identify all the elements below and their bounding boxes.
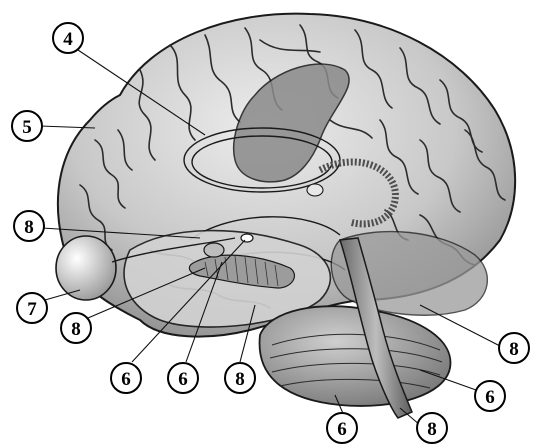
callout-5-text: 5 bbox=[22, 117, 32, 138]
callout-8-right-text: 8 bbox=[509, 339, 519, 360]
callout-8-center: 8 bbox=[225, 363, 255, 393]
callout-6-left-text: 6 bbox=[121, 369, 131, 390]
callout-6-left: 6 bbox=[111, 363, 141, 393]
callout-6-bottom-text: 6 bbox=[337, 419, 347, 440]
callout-6-center-text: 6 bbox=[178, 369, 188, 390]
callout-8-upper-left-text: 8 bbox=[24, 217, 34, 238]
callout-4-text: 4 bbox=[63, 29, 73, 50]
callout-6-center: 6 bbox=[168, 363, 198, 393]
callout-7-text: 7 bbox=[27, 299, 37, 320]
callout-7: 7 bbox=[17, 293, 47, 323]
callout-6-right: 6 bbox=[475, 381, 505, 411]
callout-8-bottom: 8 bbox=[417, 413, 447, 443]
amygdala bbox=[204, 243, 224, 257]
callout-8-bottom-text: 8 bbox=[427, 419, 437, 440]
callout-8-center-text: 8 bbox=[235, 369, 245, 390]
callout-6-bottom: 6 bbox=[327, 413, 357, 443]
callout-6-right-text: 6 bbox=[485, 387, 495, 408]
mammillary-body bbox=[241, 234, 253, 242]
callout-8-right: 8 bbox=[499, 333, 529, 363]
eyeball bbox=[56, 236, 116, 300]
callout-8-lower-left-text: 8 bbox=[71, 319, 81, 340]
callout-8-lower-left: 8 bbox=[61, 313, 91, 343]
callout-5: 5 bbox=[12, 111, 42, 141]
callout-8-upper-left: 8 bbox=[14, 211, 44, 241]
callout-4: 4 bbox=[53, 23, 83, 53]
thalamic-nucleus bbox=[307, 184, 323, 196]
